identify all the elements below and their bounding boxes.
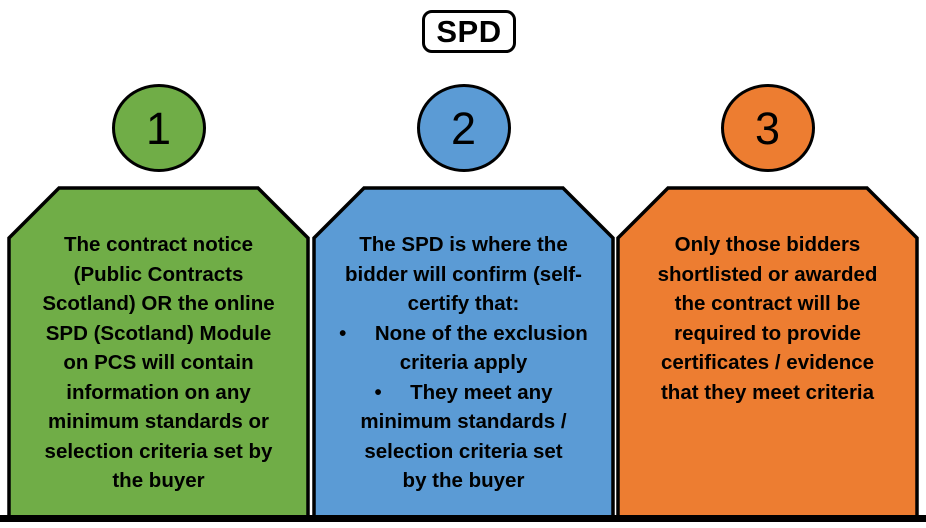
step-2-number: 2 (450, 102, 477, 154)
diagram-title: SPD (436, 13, 502, 49)
title-box: SPD (422, 10, 516, 53)
step-3-text: Only those bidders shortlisted or awarde… (657, 233, 878, 404)
step-3: 3 Only those bidders shortlisted or awar… (616, 84, 919, 524)
step-3-number-circle: 3 (720, 84, 815, 172)
step-1: 1 The contract notice (Public Contracts … (7, 84, 310, 524)
step-2-number-circle: 2 (416, 84, 511, 172)
step-1-number-circle: 1 (111, 84, 206, 172)
step-2-text: The SPD is where the bidder will confirm… (339, 233, 588, 492)
step-3-number: 3 (754, 102, 781, 154)
step-1-text: The contract notice (Public Contracts Sc… (42, 233, 275, 492)
bottom-ground-line (0, 515, 926, 522)
step-1-number: 1 (145, 102, 172, 154)
step-2: 2 The SPD is where the bidder will confi… (312, 84, 615, 524)
